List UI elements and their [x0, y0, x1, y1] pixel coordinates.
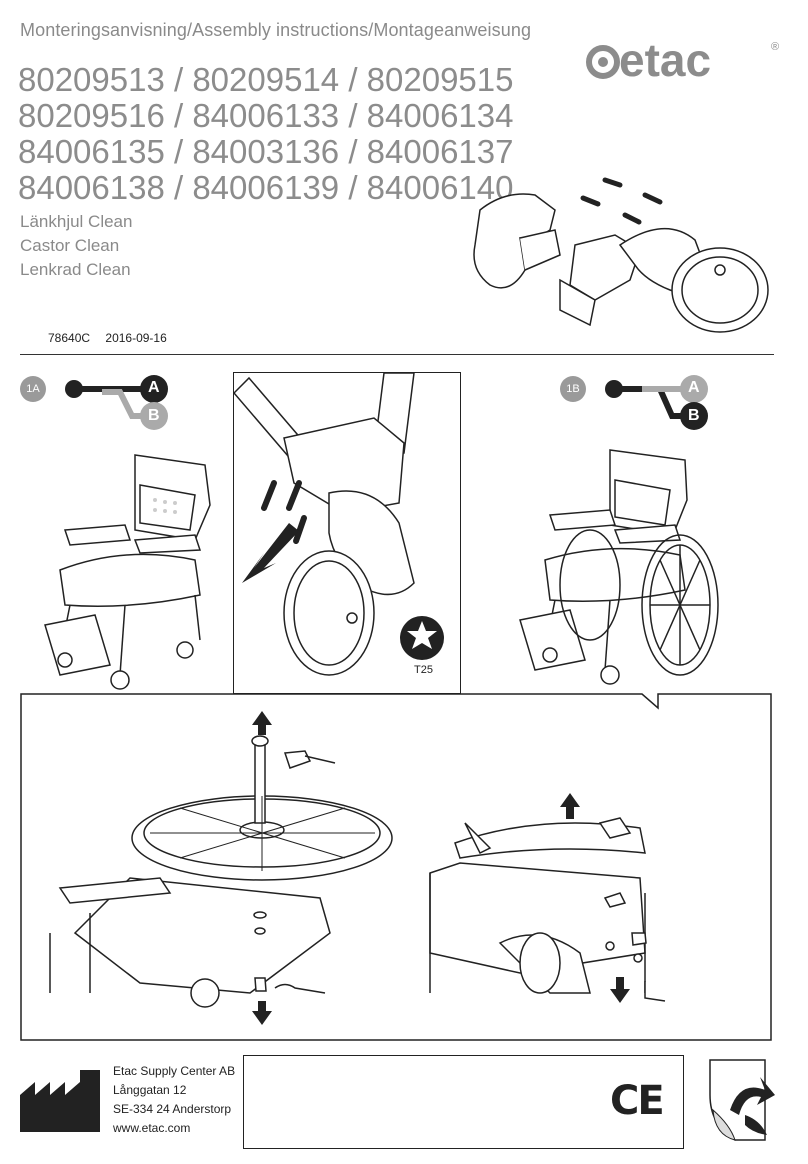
torx-t25-label: T25 — [414, 664, 433, 676]
svg-text:®: ® — [771, 41, 779, 53]
header-divider — [20, 354, 774, 355]
option-a-label: A — [148, 379, 160, 396]
option-b-label: B — [148, 407, 160, 424]
ce-mark: CE — [610, 1078, 665, 1124]
option-b-label: B — [688, 407, 700, 424]
document-code: 78640C — [48, 331, 91, 345]
castor-exploded-illustration — [473, 177, 769, 333]
product-number-line: 84006135 / 84003136 / 84006137 — [18, 133, 514, 170]
etac-logo: etac ® — [586, 34, 779, 86]
manufacturer-street: Långgatan 12 — [113, 1083, 187, 1097]
wheel-assembly-panel — [20, 693, 772, 1041]
option-selector-b — [605, 375, 708, 430]
shower-chair-illustration-1a — [44, 454, 211, 690]
step-badge-1a: 1A — [20, 376, 46, 402]
page-turn-icon — [709, 1059, 775, 1141]
manufacturer-factory-icon — [20, 1070, 100, 1132]
product-number-list: 80209513 / 80209514 / 80209515 80209516 … — [18, 62, 513, 206]
castor-detail-illustration — [234, 373, 444, 676]
document-date: 2016-09-16 — [105, 331, 167, 345]
ce-info-box — [243, 1055, 684, 1149]
option-selector-a-b — [65, 375, 168, 430]
product-name-en: Castor Clean — [20, 236, 120, 255]
manufacturer-city: SE-334 24 Anderstorp — [113, 1102, 232, 1116]
product-name-de: Lenkrad Clean — [20, 260, 131, 279]
manufacturer-website: www.etac.com — [113, 1121, 191, 1135]
manufacturer-address: Etac Supply Center AB Långgatan 12 SE-33… — [113, 1062, 235, 1138]
option-a-label: A — [688, 379, 700, 396]
document-info: 78640C 2016-09-16 — [48, 331, 179, 345]
svg-text:etac: etac — [619, 34, 711, 86]
product-number-line: 84006138 / 84006139 / 84006140 — [18, 169, 514, 206]
product-name-sv: Länkhjul Clean — [20, 212, 133, 231]
document-subtitle: Monteringsanvisning/Assembly instruction… — [20, 20, 532, 40]
step-badge-1b: 1B — [560, 376, 586, 402]
shower-chair-illustration-1b — [519, 449, 719, 685]
manufacturer-name: Etac Supply Center AB — [113, 1064, 236, 1078]
product-number-line: 80209513 / 80209514 / 80209515 — [18, 61, 514, 98]
product-name-list: Länkhjul Clean Castor Clean Lenkrad Clea… — [20, 210, 132, 282]
product-number-line: 80209516 / 84006133 / 84006134 — [18, 97, 514, 134]
